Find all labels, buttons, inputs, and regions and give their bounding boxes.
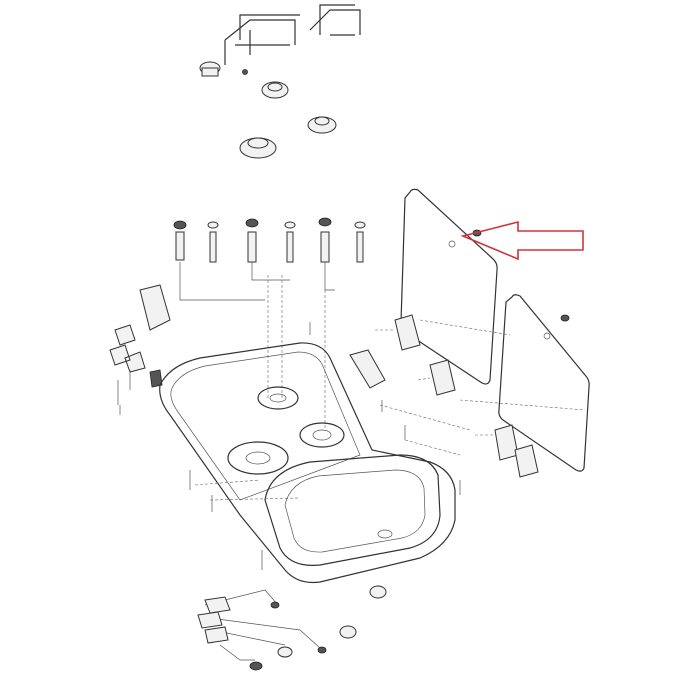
injector-3 xyxy=(354,221,366,263)
valve-2 xyxy=(245,218,259,263)
glass-lid-lower xyxy=(498,294,590,472)
burner-medium xyxy=(299,422,345,448)
burner-small xyxy=(257,386,299,410)
glass-lid-upper xyxy=(400,188,498,385)
valve-3 xyxy=(318,217,332,263)
burner-cap-small xyxy=(261,81,289,99)
screws xyxy=(119,322,471,570)
lid-hinges xyxy=(375,314,586,478)
control-knob xyxy=(199,61,248,77)
hob-sink-unit xyxy=(159,342,456,584)
injector-2 xyxy=(284,221,296,263)
gas-valves xyxy=(173,217,366,430)
mounting-clip xyxy=(349,349,386,389)
sink-basin xyxy=(264,454,441,566)
injector-1 xyxy=(207,221,219,263)
highlight-arrow xyxy=(460,220,584,261)
gas-pipes xyxy=(197,585,387,671)
ignition-bracket xyxy=(109,284,171,405)
valve-1 xyxy=(173,220,187,261)
pan-supports xyxy=(224,4,361,65)
burner-cap-large xyxy=(239,137,277,159)
burner-cap-medium xyxy=(307,116,337,134)
burner-large xyxy=(227,441,289,475)
